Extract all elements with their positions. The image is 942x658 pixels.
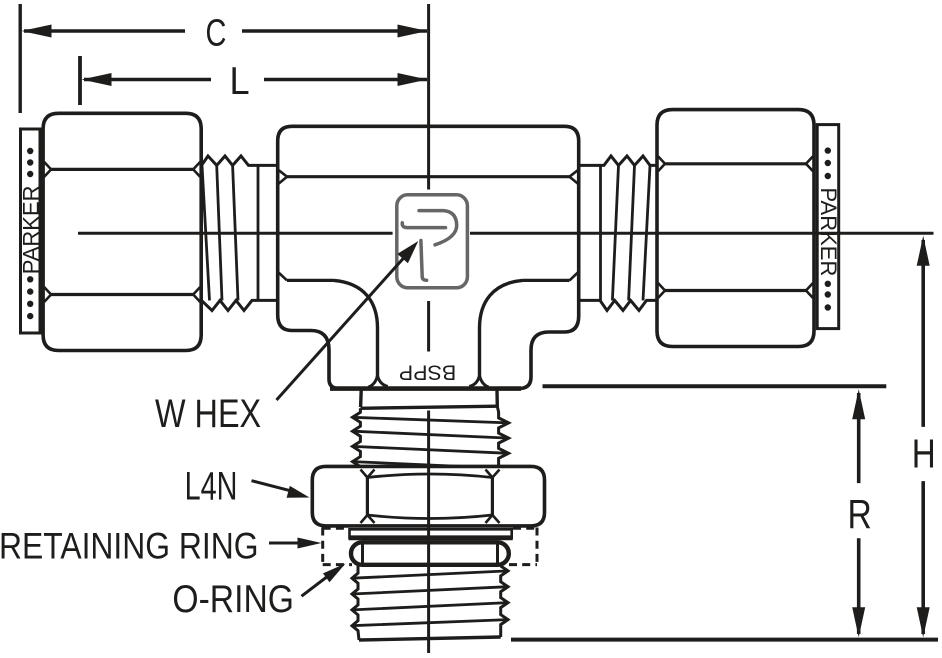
svg-text:PARKER: PARKER xyxy=(19,185,44,274)
svg-text:C: C xyxy=(206,12,227,55)
svg-text:RETAINING RING: RETAINING RING xyxy=(0,526,259,567)
svg-text:O-RING: O-RING xyxy=(172,577,294,621)
svg-text:H: H xyxy=(912,430,936,476)
svg-text:L: L xyxy=(230,59,250,102)
svg-text:R: R xyxy=(848,491,872,537)
svg-text:W HEX: W HEX xyxy=(155,391,261,436)
svg-text:BSPP: BSPP xyxy=(399,360,456,384)
svg-text:L4N: L4N xyxy=(185,464,238,509)
